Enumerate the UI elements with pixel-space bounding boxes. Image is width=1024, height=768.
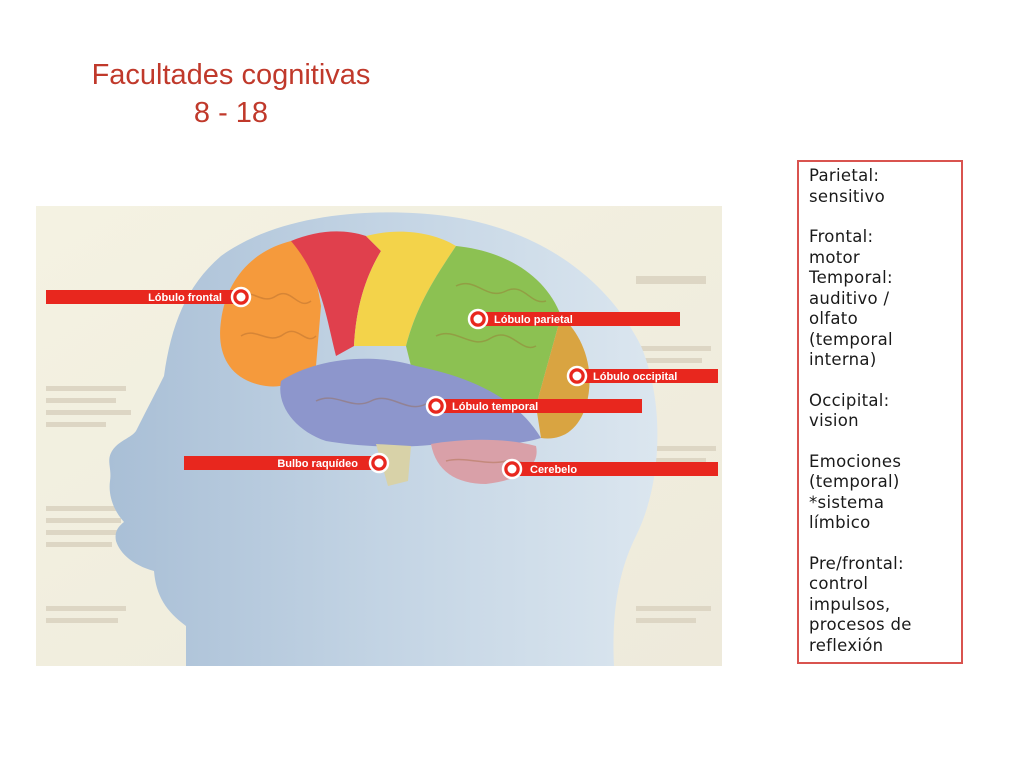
note-line: interna) <box>809 350 877 369</box>
title-line-2: 8 - 18 <box>193 97 269 129</box>
note-block: Frontal:motor <box>809 227 953 268</box>
label-cerebelo-text: Cerebelo <box>530 464 577 476</box>
note-line: impulsos, <box>809 594 891 614</box>
sensory-cortex <box>354 231 456 346</box>
brain-diagram: Lóbulo frontal Lóbulo parietal Lóbulo oc… <box>36 206 722 666</box>
note-line: Temporal: <box>809 268 893 287</box>
brain <box>220 231 590 486</box>
frontal-lobe <box>220 241 321 387</box>
label-occipital: Lóbulo occipital <box>566 365 718 387</box>
note-line: motor <box>809 247 861 267</box>
label-occipital-text: Lóbulo occipital <box>593 371 677 383</box>
note-line: Parietal: <box>809 166 880 185</box>
label-frontal: Lóbulo frontal <box>46 286 252 308</box>
note-line: Occipital: <box>809 390 890 410</box>
note-line: reflexión <box>809 635 884 655</box>
label-parietal-text: Lóbulo parietal <box>494 314 573 326</box>
note-block: Occipital:vision <box>809 391 953 432</box>
note-line: Emociones <box>809 451 902 471</box>
motor-cortex <box>291 231 381 356</box>
title-line-1: Facultades cognitivas <box>91 59 371 91</box>
label-frontal-text: Lóbulo frontal <box>148 292 222 304</box>
note-line: procesos de <box>809 615 912 634</box>
note-block: Parietal:sensitivo <box>809 166 953 207</box>
label-cerebelo: Cerebelo <box>501 458 718 480</box>
background-faded-text <box>46 276 716 623</box>
label-temporal: Lóbulo temporal <box>425 395 642 417</box>
note-line: sensitivo <box>809 186 885 206</box>
note-line: *sistema <box>809 492 885 512</box>
note-line: auditivo / <box>809 288 890 308</box>
note-line: (temporal) <box>809 472 900 491</box>
label-bulbo: Bulbo raquídeo <box>184 452 390 474</box>
note-line: control <box>809 574 869 593</box>
label-bulbo-text: Bulbo raquídeo <box>277 458 358 470</box>
note-line: Frontal: <box>809 227 874 246</box>
label-temporal-text: Lóbulo temporal <box>452 401 538 413</box>
note-line: Pre/frontal: <box>809 553 904 573</box>
slide-title: Facultades cognitivas 8 - 18 <box>0 56 462 132</box>
note-line: olfato <box>809 309 858 328</box>
note-line: límbico <box>809 513 871 532</box>
brain-stem <box>376 444 411 486</box>
temporal-lobe <box>280 358 541 447</box>
label-parietal: Lóbulo parietal <box>467 308 680 330</box>
note-line: vision <box>809 411 859 430</box>
note-line: (temporal <box>809 329 893 349</box>
